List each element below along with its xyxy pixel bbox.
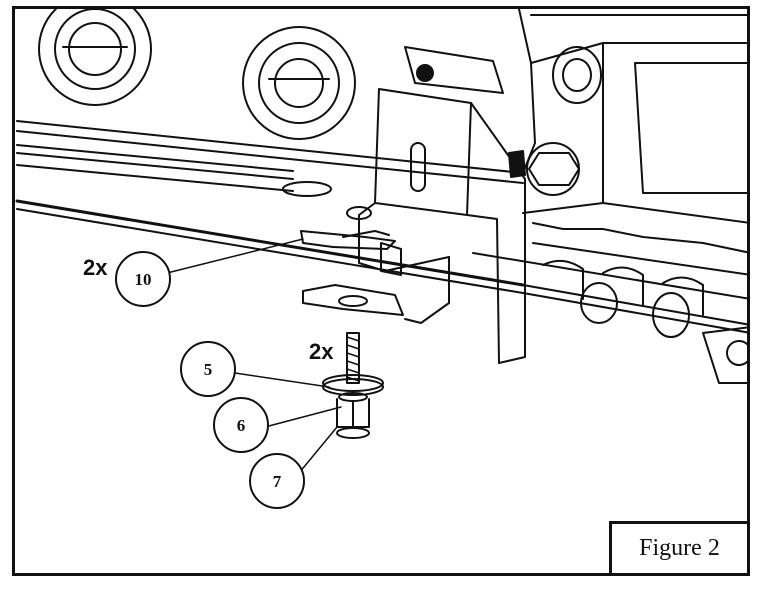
callout-circle-7 [249,453,305,509]
frame-bolt [508,142,580,196]
leader-lines [166,238,342,474]
callout-label-7: 7 [273,472,282,491]
clip-item-10 [300,230,396,250]
callout-circle-5 [180,341,236,397]
frame-rail [15,120,747,334]
callout-label-10: 10 [135,270,152,289]
fastener-stack [322,332,384,439]
boss-center [242,26,356,140]
bracket-tab [302,284,404,316]
figure-frame: 10 5 6 7 2x 2x Figure 2 [12,6,750,576]
quantity-label-10: 2x [83,255,108,280]
assembly-drawing: 10 5 6 7 2x 2x [15,9,747,509]
callout-circle-10 [115,251,171,307]
mounting-bracket [358,46,526,364]
callout-label-6: 6 [237,416,246,435]
right-structure [518,9,747,384]
boss-left [38,9,152,106]
figure-caption: Figure 2 [639,535,720,561]
quantity-label-5: 2x [309,339,334,364]
rail-holes [282,181,372,220]
callout-label-5: 5 [204,360,213,379]
callout-circle-6 [213,397,269,453]
figure-caption-box: Figure 2 [609,521,747,573]
